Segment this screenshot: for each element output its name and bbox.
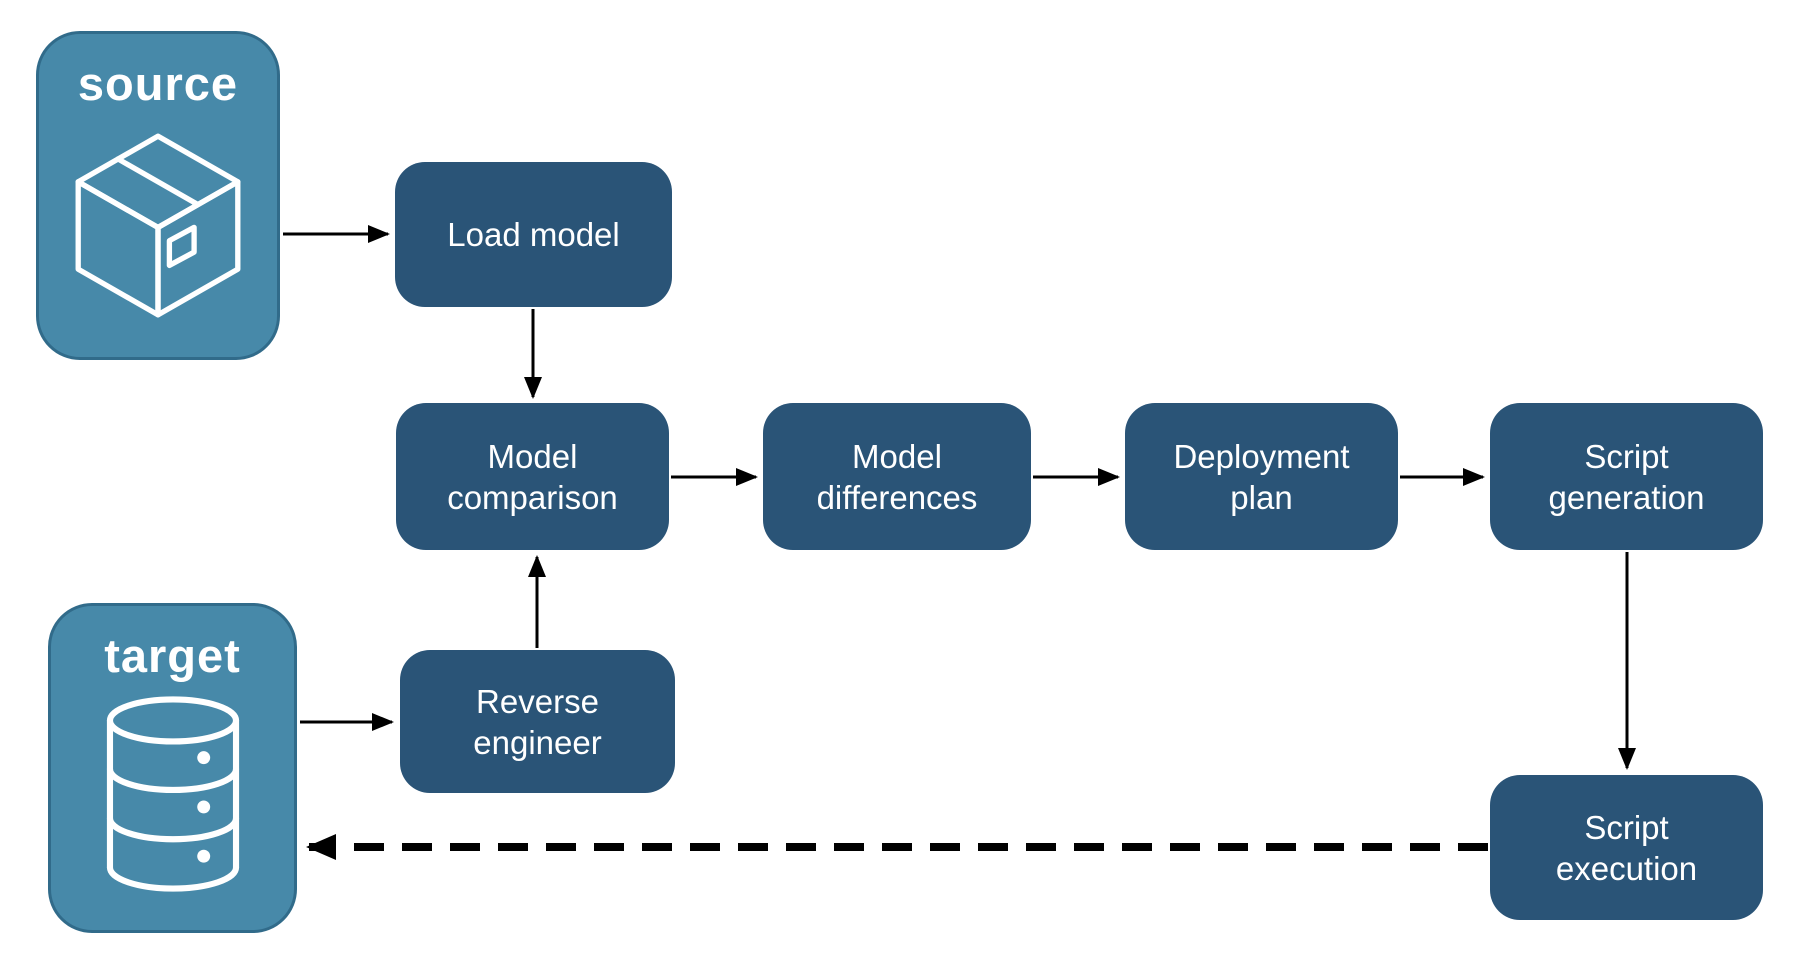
node-reverse-engineer: Reverse engineer <box>400 650 675 793</box>
node-label: Script <box>1584 808 1669 846</box>
node-label: execution <box>1555 849 1698 887</box>
node-label: differences <box>816 478 978 516</box>
source-label: source <box>77 57 239 110</box>
node-model-differences: Model differences <box>763 403 1031 550</box>
node-label: Model <box>487 437 578 475</box>
node-model-comparison: Model comparison <box>396 403 669 550</box>
node-label: generation <box>1548 478 1705 516</box>
node-script-generation: Script generation <box>1490 403 1763 550</box>
node-label: Deployment <box>1173 437 1350 475</box>
entity-target: target <box>48 603 297 933</box>
node-label: Script <box>1584 437 1669 475</box>
node-label: plan <box>1230 478 1293 516</box>
database-icon <box>106 696 239 892</box>
entity-source: source <box>36 31 280 360</box>
node-load-model: Load model <box>395 162 672 307</box>
node-label: engineer <box>473 723 602 761</box>
node-label: Reverse <box>476 682 599 720</box>
node-script-execution: Script execution <box>1490 775 1763 920</box>
package-icon <box>75 133 241 318</box>
node-label: Load model <box>447 216 620 253</box>
node-label: comparison <box>447 478 618 516</box>
node-label: Model <box>852 437 942 475</box>
target-label: target <box>104 629 241 682</box>
node-deployment-plan: Deployment plan <box>1125 403 1398 550</box>
